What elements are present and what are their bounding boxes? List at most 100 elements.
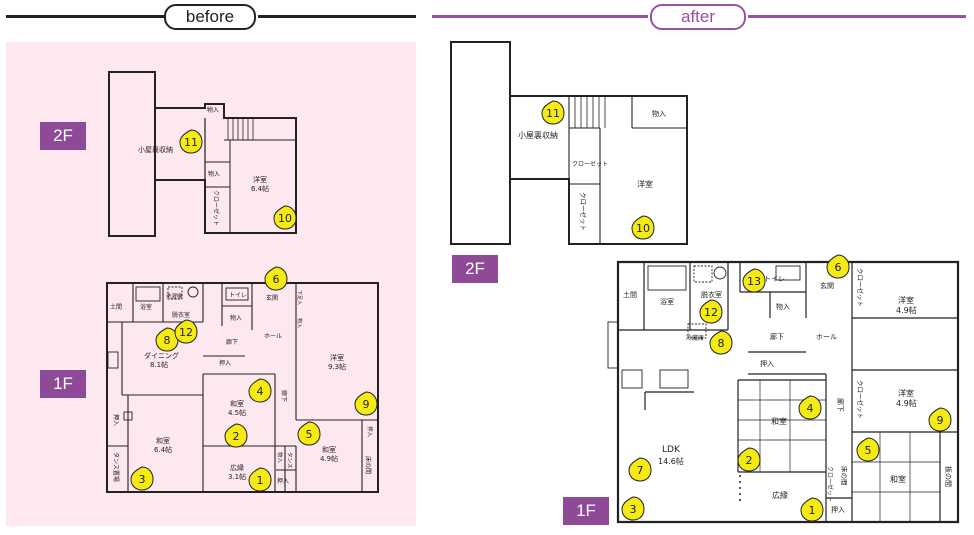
svg-text:4: 4 xyxy=(257,385,264,398)
b1-toilet-label: トイレ xyxy=(229,292,247,299)
after-marker-9: 9 xyxy=(928,407,952,432)
svg-text:5: 5 xyxy=(865,444,872,457)
a1-fridge-label: 冷蔵庫 xyxy=(686,334,704,342)
before-marker-2: 2 xyxy=(224,423,248,448)
b1-storage-a-label: 物入 xyxy=(230,314,242,322)
a1-western-b-size: 4.9帖 xyxy=(896,398,917,408)
svg-text:12: 12 xyxy=(704,306,718,319)
a1-corridor-label: 廊下 xyxy=(770,332,784,341)
svg-text:12: 12 xyxy=(179,326,193,339)
svg-text:8: 8 xyxy=(718,337,725,350)
b1-storage-c-label: 物入 xyxy=(276,452,284,464)
after-marker-2: 2 xyxy=(737,447,761,472)
b1-dining-label: ダイニング xyxy=(144,351,179,360)
svg-text:9: 9 xyxy=(937,414,944,427)
b2-western-label: 洋室 xyxy=(253,175,267,184)
b1-storage-d-label: 物入 xyxy=(296,318,303,328)
b2-attic-label: 小屋裏収納 xyxy=(138,145,173,154)
before-label: before xyxy=(164,4,256,30)
a2-western-label: 洋室 xyxy=(637,179,653,189)
a1-closet-c-label: クローゼット xyxy=(826,466,834,502)
a1-closet-a-label: クローゼット xyxy=(856,268,865,307)
b1-tansu-label: タンス置場 xyxy=(112,452,120,482)
b1-tokonoma-label: 床の間 xyxy=(364,456,372,474)
before-marker-3: 3 xyxy=(130,466,154,491)
after-marker-3: 3 xyxy=(621,496,645,521)
svg-text:10: 10 xyxy=(636,222,650,235)
after-marker-1: 1 xyxy=(800,497,824,522)
b1-oshiire-right-label: 押入 xyxy=(366,426,374,438)
a1-storage-a-label: 物入 xyxy=(776,302,790,311)
b1-doma-label: 土間 xyxy=(110,303,122,311)
a1-corridor2-label: 廊下 xyxy=(836,398,845,412)
a1-western-a-size: 4.9帖 xyxy=(896,305,917,315)
svg-text:2: 2 xyxy=(746,454,753,467)
before-header-line-left xyxy=(6,15,164,18)
before-1f-tag: 1F xyxy=(40,370,86,398)
a1-bath-label: 浴室 xyxy=(660,297,674,306)
b1-hiroen-label: 広縁 xyxy=(230,463,244,472)
svg-text:3: 3 xyxy=(630,503,637,516)
a1-oshiire-label: 押入 xyxy=(760,359,774,368)
svg-text:6: 6 xyxy=(835,261,842,274)
a1-ldk-label: LDK xyxy=(662,445,681,455)
a1-dressing-label: 脱衣室 xyxy=(701,290,722,299)
before-marker-4: 4 xyxy=(248,378,272,403)
b2-western-size: 6.4帖 xyxy=(251,184,269,193)
b1-washitsu3-size: 4.9帖 xyxy=(320,454,338,463)
after-label: after xyxy=(650,4,746,30)
before-header-line-right xyxy=(258,15,416,18)
b1-hiroen-size: 3.1帖 xyxy=(228,472,246,481)
svg-text:13: 13 xyxy=(747,275,761,288)
a1-washitsu2-label: 和室 xyxy=(890,474,906,484)
after-marker-10: 10 xyxy=(631,215,655,240)
before-marker-5: 5 xyxy=(297,421,321,446)
after-marker-11: 11 xyxy=(541,100,565,125)
b1-washitsu2-size: 6.4帖 xyxy=(154,445,172,454)
a2-closet-b-label: クローゼット xyxy=(579,192,588,231)
svg-text:1: 1 xyxy=(809,504,816,517)
svg-text:1: 1 xyxy=(257,474,264,487)
svg-text:2: 2 xyxy=(233,430,240,443)
a2-attic-label: 小屋裏収納 xyxy=(518,130,558,140)
b2-storage-label: 物入 xyxy=(207,106,219,114)
b1-shoe-label: 下足入 xyxy=(296,290,302,305)
before-2f-tag: 2F xyxy=(40,122,86,150)
after-marker-8: 8 xyxy=(709,330,733,355)
svg-text:9: 9 xyxy=(363,398,370,411)
after-marker-4: 4 xyxy=(798,395,822,420)
after-marker-5: 5 xyxy=(856,437,880,462)
a1-hall-label: ホール xyxy=(816,333,837,341)
b1-bath-label: 浴室 xyxy=(140,303,152,311)
b1-washitsu3-label: 和室 xyxy=(322,445,336,454)
a1-toilet-label: トイレ xyxy=(764,275,785,283)
after-header-line-left xyxy=(432,15,648,18)
before-marker-6: 6 xyxy=(264,266,288,291)
svg-text:5: 5 xyxy=(306,428,313,441)
a2-closet-a-label: クローゼット xyxy=(572,160,608,168)
before-2f-plan xyxy=(108,71,297,237)
a1-oshiire2-label: 押入 xyxy=(831,505,845,514)
b1-storage-b-label: 押入 xyxy=(219,359,231,367)
a1-washitsu-label: 和室 xyxy=(771,416,787,426)
b1-washitsu1-label: 和室 xyxy=(230,399,244,408)
b2-storage-b-label: 物入 xyxy=(208,170,220,178)
a1-tokonoma-label: 床の間 xyxy=(840,466,849,486)
b1-oshiire-low-label: 押入 xyxy=(277,477,289,485)
after-2f-tag: 2F xyxy=(452,255,498,283)
svg-text:11: 11 xyxy=(546,107,560,120)
b1-corridor2-label: 廊下 xyxy=(280,390,288,402)
b1-hall-label: ホール xyxy=(264,333,282,340)
before-marker-11: 11 xyxy=(179,129,203,154)
a2-storage-label: 物入 xyxy=(652,109,666,118)
b1-corridor-label: 廊下 xyxy=(226,338,238,346)
a1-entrance-label: 玄関 xyxy=(820,281,834,290)
after-marker-12: 12 xyxy=(699,299,723,324)
svg-text:3: 3 xyxy=(139,473,146,486)
before-1f-plan xyxy=(106,282,379,493)
svg-text:4: 4 xyxy=(807,402,814,415)
svg-text:8: 8 xyxy=(164,334,171,347)
after-header-line-right xyxy=(748,15,966,18)
b1-western-label: 洋室 xyxy=(330,353,344,362)
a1-tokonoma2-label: 板の間 xyxy=(944,466,953,487)
